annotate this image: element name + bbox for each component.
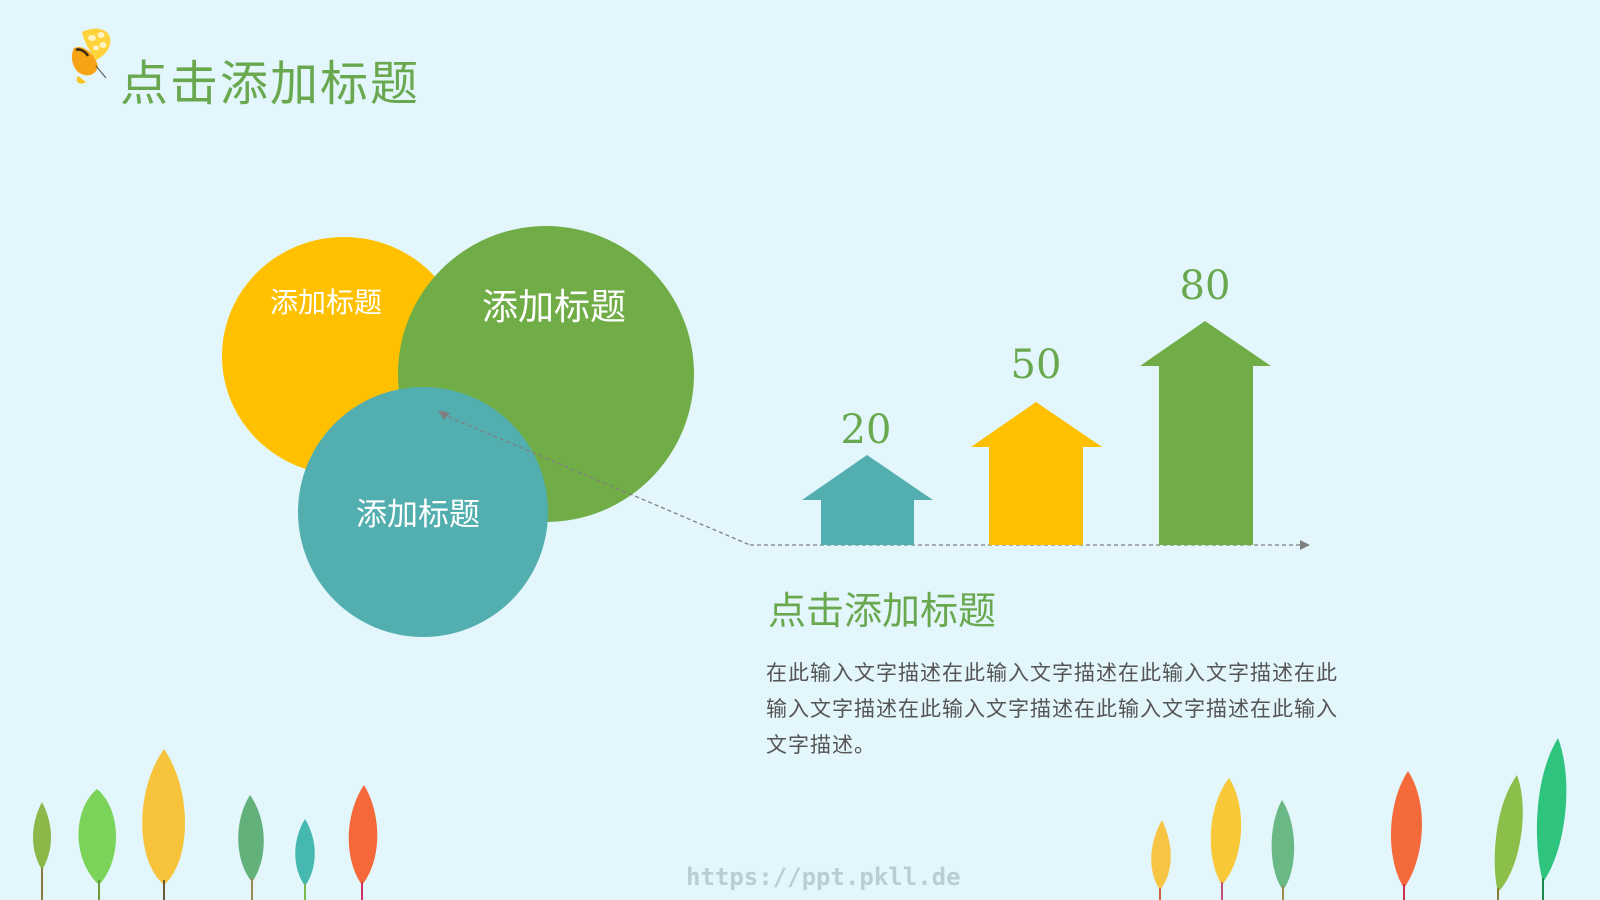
value-label-50: 50 [1010, 342, 1062, 388]
leaf-icon [33, 738, 1567, 900]
circle-green-label: 添加标题 [482, 287, 627, 328]
arrow-bar-20 [802, 455, 933, 545]
circle-teal-label: 添加标题 [356, 497, 480, 533]
axis-arrowhead-icon [1300, 540, 1310, 550]
circle-yellow-label: 添加标题 [270, 286, 383, 319]
section-title[interactable]: 点击添加标题 [768, 589, 997, 633]
arrow-bar-50 [971, 402, 1102, 545]
decorative-leaves [33, 738, 1567, 900]
circle-teal[interactable]: 添加标题 [298, 387, 548, 637]
page-title[interactable]: 点击添加标题 [120, 56, 421, 112]
description-text[interactable]: 在此输入文字描述在此输入文字描述在此输入文字描述在此输入文字描述在此输入文字描述… [766, 661, 1338, 757]
value-label-80: 80 [1179, 263, 1231, 309]
watermark-url: https://ppt.pkll.de [686, 863, 961, 891]
butterfly-logo-icon [71, 28, 111, 84]
value-label-20: 20 [840, 407, 892, 453]
arrow-bar-80 [1140, 321, 1271, 545]
